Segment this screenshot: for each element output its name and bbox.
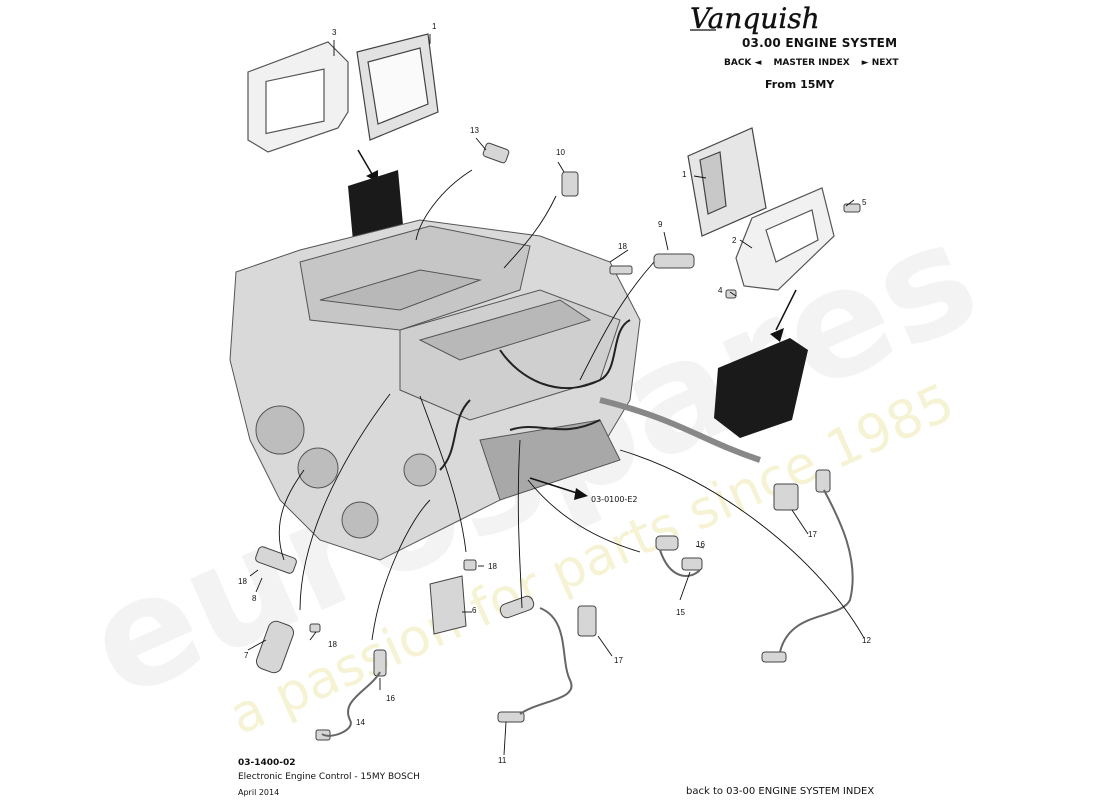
callout-6[interactable]: 6 [472, 606, 477, 615]
callout-12[interactable]: 12 [862, 636, 871, 645]
arrow-ecu-top [357, 149, 378, 182]
sensor-cables [321, 489, 854, 737]
sensors [255, 142, 861, 741]
vanquish-logo: Vanquish [690, 2, 820, 35]
callout-9[interactable]: 9 [658, 220, 663, 229]
model-year: From 15MY [765, 78, 835, 91]
ecu-right [687, 127, 767, 237]
diagram-date: April 2014 [238, 788, 280, 797]
master-index-button[interactable]: MASTER INDEX [773, 58, 850, 68]
leader-lines [247, 34, 865, 756]
callout-18-left[interactable]: 18 [238, 577, 247, 586]
arrow-ecu-right [770, 289, 797, 342]
section-title: 03.00 ENGINE SYSTEM [742, 36, 898, 50]
ecu-top [356, 33, 439, 141]
ecu-bracket-top [247, 41, 349, 153]
callout-18-mid[interactable]: 18 [328, 640, 337, 649]
callout-2[interactable]: 2 [732, 236, 737, 245]
callout-4[interactable]: 4 [718, 286, 723, 295]
reference-label[interactable]: 03-0100-E2 [591, 495, 638, 504]
callout-7[interactable]: 7 [244, 651, 249, 660]
callout-18-low[interactable]: 18 [488, 562, 497, 571]
arrow-ref [529, 477, 588, 500]
diagram-code: 03-1400-02 [238, 758, 296, 768]
callout-16-right[interactable]: 16 [696, 540, 705, 549]
wiring-harness [439, 319, 631, 471]
callout-1-right[interactable]: 1 [682, 170, 687, 179]
diagram-title: Electronic Engine Control - 15MY BOSCH [238, 772, 420, 782]
pipe-right [599, 397, 761, 463]
callout-17-left[interactable]: 17 [614, 656, 623, 665]
callout-14[interactable]: 14 [356, 718, 365, 727]
callout-8[interactable]: 8 [252, 594, 257, 603]
callout-16-left[interactable]: 16 [386, 694, 395, 703]
ecu-black-right [714, 338, 808, 438]
callout-3[interactable]: 3 [332, 28, 337, 37]
nav-bar: BACK ◄ MASTER INDEX ► NEXT [724, 58, 899, 68]
back-button[interactable]: BACK ◄ [724, 58, 762, 68]
callout-13[interactable]: 13 [470, 126, 479, 135]
callout-1[interactable]: 1 [432, 22, 437, 31]
callout-5[interactable]: 5 [862, 198, 867, 207]
callout-17-right[interactable]: 17 [808, 530, 817, 539]
ecu-bracket-right [735, 187, 835, 291]
callout-11[interactable]: 11 [498, 756, 507, 765]
callout-15[interactable]: 15 [676, 608, 685, 617]
back-to-index-link[interactable]: back to 03-00 ENGINE SYSTEM INDEX [686, 786, 875, 797]
callout-18-top[interactable]: 18 [618, 242, 627, 251]
next-button[interactable]: ► NEXT [861, 58, 899, 68]
callout-10[interactable]: 10 [556, 148, 565, 157]
